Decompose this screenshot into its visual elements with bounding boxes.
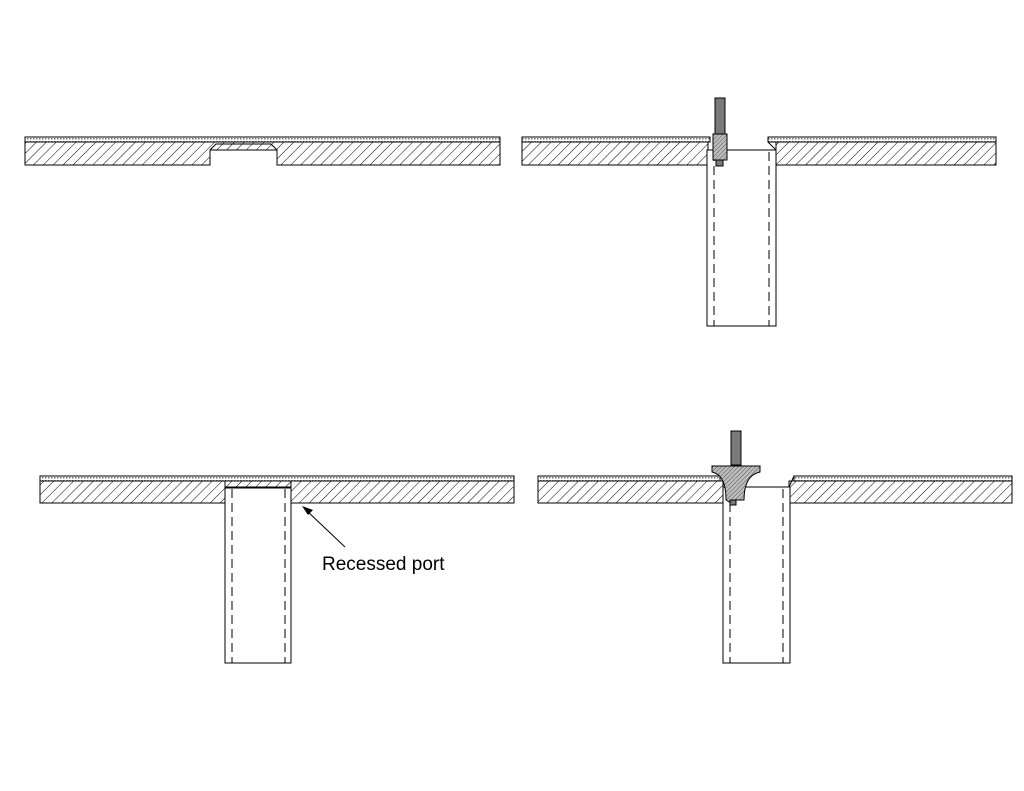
hatched-plate-right (775, 141, 997, 166)
plate-skin-left (537, 475, 721, 482)
tube-wall (224, 486, 292, 664)
hatched-plate-right (290, 480, 515, 504)
hatched-plate-left (537, 480, 724, 504)
cutter-tip (715, 159, 724, 167)
plate-skin-layer (24, 136, 501, 143)
tube-wall (722, 486, 791, 664)
tube-wall (706, 149, 777, 327)
bore-chamfer-right (767, 141, 777, 151)
cutter-body (712, 133, 728, 161)
panel-1-plate-with-pocket (24, 136, 501, 166)
cutter-shank (730, 430, 742, 466)
leader-arrowhead (302, 506, 313, 515)
panel-2-tube-and-cutter (521, 97, 997, 327)
recessed-tube-top (224, 480, 292, 489)
plate-skin-right (793, 475, 1013, 482)
hatched-plate-right (788, 480, 1013, 504)
hatched-plate-section (24, 141, 501, 166)
leader-line (305, 509, 346, 548)
pocket-edge-lines (209, 143, 278, 151)
bore-chamfer-right (788, 475, 795, 488)
plate-skin-left (521, 136, 711, 143)
plate-skin-layer (39, 475, 515, 482)
cutter-shank (714, 97, 726, 135)
panel-3-recessed-port: Recessed port (39, 475, 515, 664)
recessed-port-label: Recessed port (322, 554, 445, 575)
panel-4-form-cutter (537, 430, 1013, 664)
hatched-plate-left (39, 480, 226, 504)
hatched-plate-left (521, 141, 709, 166)
plate-skin-right (767, 136, 997, 143)
cutter-tip (729, 499, 737, 506)
